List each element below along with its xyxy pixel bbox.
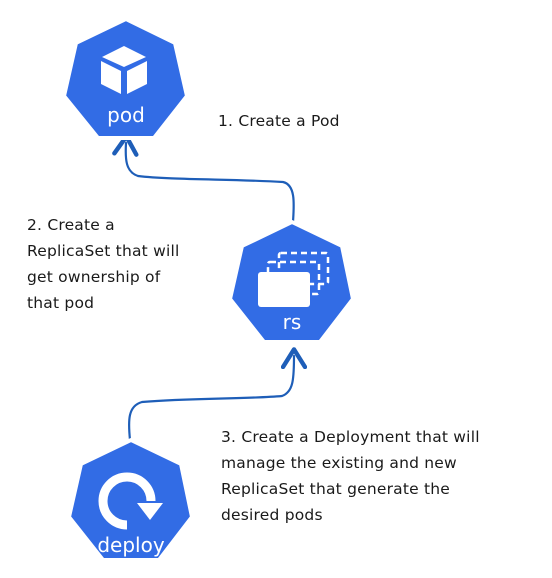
node-rs-label: rs bbox=[283, 310, 302, 334]
node-pod: pod bbox=[62, 17, 189, 140]
edge-rs-to-pod bbox=[112, 134, 295, 224]
circular-arrow-icon bbox=[98, 472, 163, 530]
node-pod-label: pod bbox=[107, 103, 145, 127]
heptagon-shape bbox=[62, 17, 189, 140]
node-deploy-label: deploy bbox=[97, 533, 164, 557]
step-3-note: 3. Create a Deployment that will manage … bbox=[221, 428, 480, 524]
step-1-note: 1. Create a Pod bbox=[218, 112, 340, 130]
cube-icon bbox=[101, 46, 147, 94]
edge-deploy-to-rs bbox=[127, 347, 308, 442]
node-deploy: deploy bbox=[67, 438, 194, 562]
heptagon-shape bbox=[67, 438, 194, 562]
stacked-boxes-icon bbox=[258, 251, 330, 307]
node-rs: rs bbox=[228, 220, 355, 344]
step-2-note: 2. Create a ReplicaSet that will get own… bbox=[27, 216, 180, 312]
